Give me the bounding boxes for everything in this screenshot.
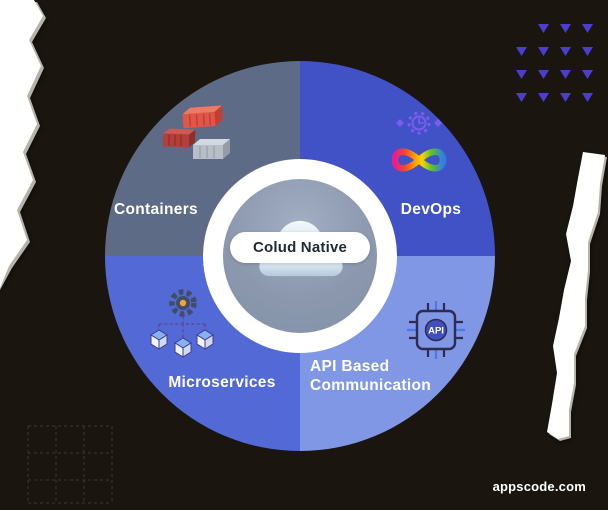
- containers-icon: [162, 105, 230, 159]
- api-label: API Based Communication: [310, 358, 432, 394]
- dashed-grid-pattern: [27, 425, 113, 504]
- torn-paper-right: [547, 152, 607, 441]
- center-pill: Colud Native: [230, 232, 370, 263]
- microservices-label: Microservices: [168, 374, 276, 391]
- devops-icon: [391, 111, 447, 172]
- torn-paper-left: [0, 0, 46, 290]
- brand-text: appscode.com: [492, 479, 586, 494]
- api-chip-text: API: [428, 326, 444, 337]
- microservices-icon: [150, 289, 214, 358]
- center-label: Colud Native: [252, 239, 348, 256]
- api-chip-icon: API: [407, 301, 465, 359]
- containers-label: Containers: [114, 201, 198, 218]
- devops-label: DevOps: [400, 201, 462, 218]
- triangle-pattern: [516, 24, 593, 102]
